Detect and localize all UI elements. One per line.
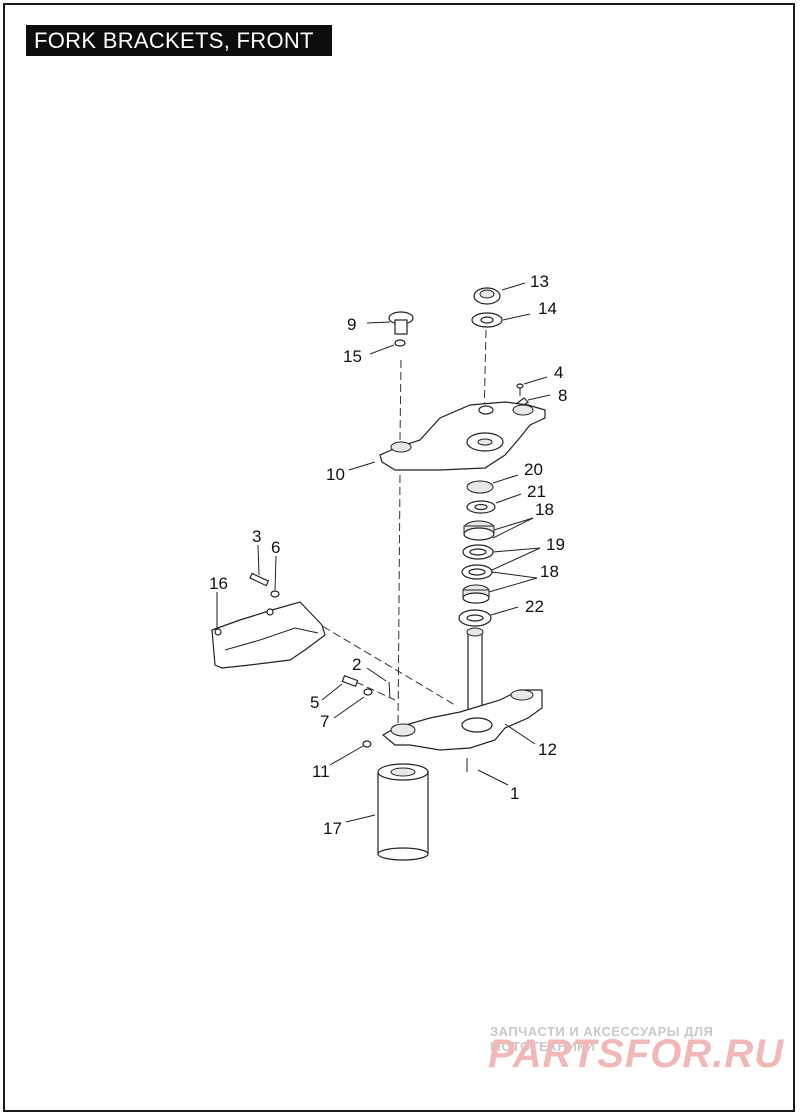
callout-18-upper: 18 xyxy=(535,500,554,519)
part-17-fork-tube-cover xyxy=(377,763,429,861)
part-14-washer xyxy=(471,312,503,328)
part-4-screw xyxy=(516,383,524,396)
part-13-nut xyxy=(473,287,501,305)
part-11-nut xyxy=(362,740,372,748)
part-9-fork-cap xyxy=(388,311,414,335)
callout-16: 16 xyxy=(209,574,228,593)
callout-4: 4 xyxy=(554,363,563,382)
part-18-bearing-upper xyxy=(463,520,495,541)
part-3-bolt xyxy=(249,572,270,587)
part-6-washer xyxy=(270,590,280,598)
callout-11: 11 xyxy=(312,762,330,781)
callout-20: 20 xyxy=(524,460,543,479)
callout-19: 19 xyxy=(546,535,565,554)
callout-3: 3 xyxy=(252,527,261,546)
part-19-bearing-race-lower xyxy=(461,564,493,580)
axis-left-upper xyxy=(399,359,402,441)
callout-15: 15 xyxy=(343,347,362,366)
part-7-washer xyxy=(363,688,373,696)
part-20-bearing-seal xyxy=(466,480,494,494)
page-frame xyxy=(3,3,795,1112)
callout-5: 5 xyxy=(310,693,319,712)
callout-7: 7 xyxy=(320,712,329,731)
part-5-bolt xyxy=(341,675,359,687)
callout-18-lower: 18 xyxy=(540,562,559,581)
part-2-screw xyxy=(388,681,391,699)
axis-bolt-5 xyxy=(355,681,396,701)
callout-21: 21 xyxy=(527,482,546,501)
callout-9: 9 xyxy=(347,315,356,334)
callout-13: 13 xyxy=(530,272,549,291)
leader-lines xyxy=(216,282,551,823)
callout-17: 17 xyxy=(323,819,342,838)
watermark-logo: PARTSFOR.RU xyxy=(488,1032,785,1076)
callout-22: 22 xyxy=(525,597,544,616)
watermark-tagline: ЗАПЧАСТИ И АКСЕССУАРЫ ДЛЯ МОТОТЕХНИКИ xyxy=(490,1024,714,1054)
callout-14: 14 xyxy=(538,299,557,318)
part-16-deflector xyxy=(211,601,326,669)
callout-12: 12 xyxy=(538,740,557,759)
callout-10: 10 xyxy=(326,465,345,484)
part-21-washer xyxy=(466,500,496,514)
callout-2: 2 xyxy=(352,655,361,674)
part-19-bearing-race-upper xyxy=(462,544,494,560)
axis-left-lower xyxy=(397,474,401,731)
page-title: FORK BRACKETS, FRONT xyxy=(26,25,332,56)
callout-6: 6 xyxy=(271,538,280,557)
callout-8: 8 xyxy=(558,386,567,405)
callout-1: 1 xyxy=(510,784,519,803)
part-15-o-ring xyxy=(394,339,406,347)
part-12-lower-fork-bracket xyxy=(381,627,543,751)
part-18-bearing-lower xyxy=(462,584,490,604)
part-10-upper-fork-bracket xyxy=(379,401,546,471)
part-22-seal xyxy=(458,609,492,627)
